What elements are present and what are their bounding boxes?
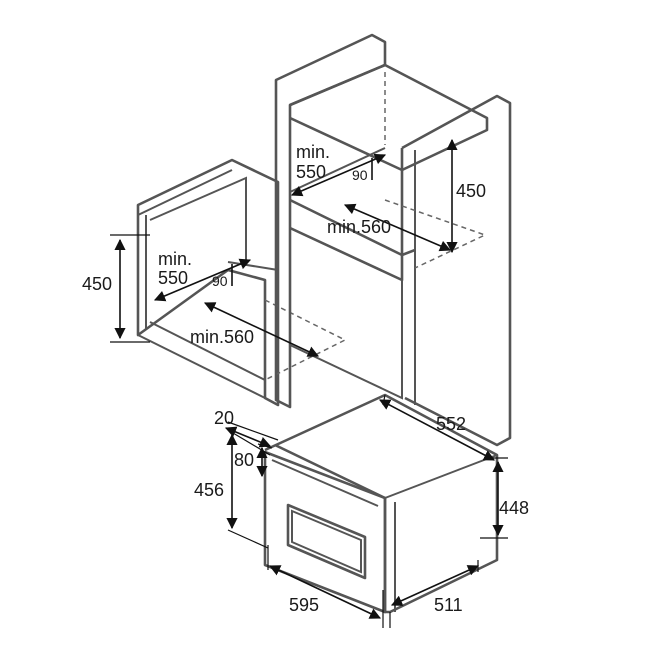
dimension-labels: 450 min. 550 90 min.560 min. 550 90 450 … xyxy=(82,142,529,615)
undercounter-cabinet xyxy=(136,158,347,407)
label-right-height: 450 xyxy=(456,181,486,201)
label-left-min-1: min. xyxy=(158,249,192,269)
label-oven-body-height: 448 xyxy=(499,498,529,518)
label-oven-front-height: 456 xyxy=(194,480,224,500)
label-left-gap: 90 xyxy=(212,273,228,289)
label-left-min-2: 550 xyxy=(158,268,188,288)
label-oven-width: 595 xyxy=(289,595,319,615)
label-oven-depth: 552 xyxy=(436,414,466,434)
label-left-min-width: min.560 xyxy=(190,327,254,347)
label-right-min-1: min. xyxy=(296,142,330,162)
label-oven-front-offset: 80 xyxy=(234,450,254,470)
label-oven-body-depth: 511 xyxy=(434,595,463,615)
label-right-min-width: min.560 xyxy=(327,217,391,237)
label-right-gap: 90 xyxy=(352,167,368,183)
dimension-lines xyxy=(110,138,508,628)
label-oven-front-thickness: 20 xyxy=(214,408,234,428)
tall-cabinet xyxy=(274,33,512,447)
label-left-height: 450 xyxy=(82,274,112,294)
oven-window xyxy=(286,503,367,580)
label-right-min-2: 550 xyxy=(296,162,326,182)
